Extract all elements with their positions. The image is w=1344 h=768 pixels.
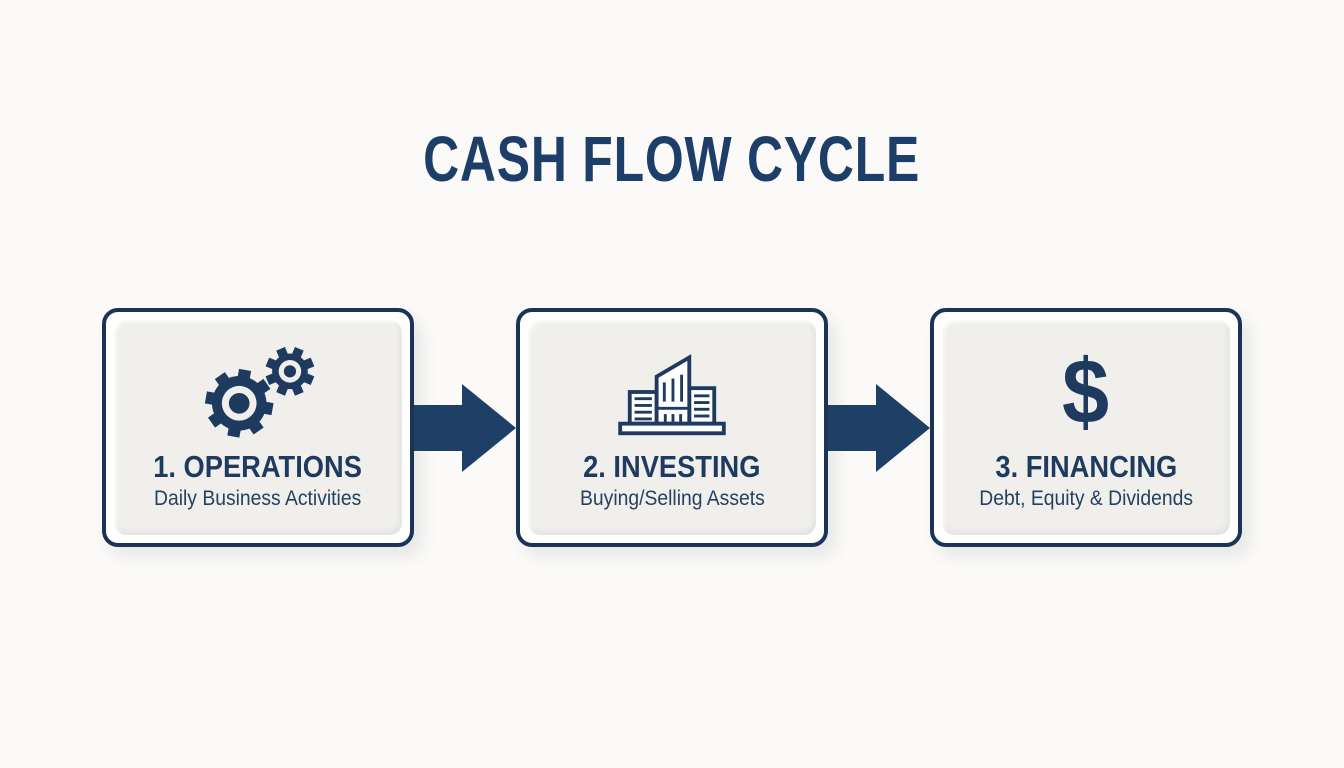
- operations-heading: 1. OPERATIONS: [153, 449, 363, 484]
- arrow-operations-to-investing: [414, 383, 516, 472]
- arrow-shaft: [414, 404, 462, 451]
- arrow-head-icon: [462, 383, 516, 472]
- building-icon: [614, 334, 730, 450]
- arrow-shaft: [828, 404, 876, 451]
- investing-heading: 2. INVESTING: [583, 449, 761, 484]
- investing-card: 2. INVESTING Buying/Selling Assets: [516, 308, 828, 547]
- page-title: CASH FLOW CYCLE: [423, 123, 921, 195]
- diagram-header: CASH FLOW CYCLE: [0, 122, 1344, 196]
- investing-card-panel: 2. INVESTING Buying/Selling Assets: [528, 320, 816, 535]
- gears-icon: [196, 334, 320, 450]
- investing-subtitle: Buying/Selling Assets: [579, 487, 765, 511]
- operations-subtitle: Daily Business Activities: [154, 487, 362, 511]
- operations-card: 1. OPERATIONS Daily Business Activities: [102, 308, 414, 547]
- arrow-head-icon: [876, 383, 930, 472]
- financing-subtitle: Debt, Equity & Dividends: [979, 487, 1193, 511]
- financing-card: $ 3. FINANCING Debt, Equity & Dividends: [930, 308, 1242, 547]
- dollar-glyph: $: [1062, 341, 1110, 443]
- financing-card-panel: $ 3. FINANCING Debt, Equity & Dividends: [942, 320, 1230, 535]
- operations-card-panel: 1. OPERATIONS Daily Business Activities: [114, 320, 402, 535]
- dollar-icon: $: [1060, 334, 1111, 450]
- arrow-investing-to-financing: [828, 383, 930, 472]
- financing-heading: 3. FINANCING: [995, 449, 1177, 484]
- cash-flow-diagram: 1. OPERATIONS Daily Business Activities: [102, 308, 1242, 547]
